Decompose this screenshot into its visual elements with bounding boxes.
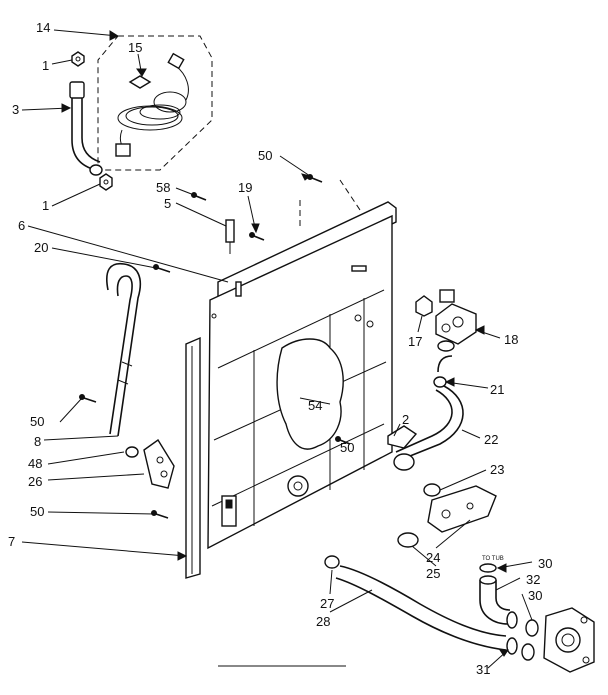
rear-panel	[207, 179, 397, 550]
label-18: 18	[504, 332, 518, 347]
label-14: 14	[36, 20, 50, 35]
label-48: 48	[28, 456, 42, 471]
drain-hose	[106, 262, 142, 437]
nut-lower	[99, 173, 113, 191]
hose-22	[393, 355, 464, 471]
label-2: 2	[402, 412, 409, 427]
fill-hose-elbow	[69, 81, 103, 176]
label-50-left: 50	[30, 414, 44, 429]
label-8: 8	[34, 434, 41, 449]
screws	[79, 174, 351, 519]
side-rail	[185, 336, 201, 579]
drain-tube-28	[324, 555, 507, 651]
callout-labels: 14 15 1 3 1 50 58 5 19 6 20 17 18 21 22 …	[8, 20, 552, 677]
label-23: 23	[490, 462, 504, 477]
bracket-26	[143, 438, 175, 489]
bracket-2	[387, 425, 418, 449]
label-31: 31	[476, 662, 490, 677]
nut-top	[71, 51, 85, 67]
label-30-lower: 30	[528, 588, 542, 603]
label-58: 58	[156, 180, 170, 195]
clamp-48	[125, 446, 139, 458]
kit-14-outline	[97, 35, 213, 171]
label-27: 27	[320, 596, 334, 611]
label-50-center: 50	[340, 440, 354, 455]
label-20: 20	[34, 240, 48, 255]
clip-6	[225, 219, 235, 254]
water-valve	[415, 289, 477, 352]
label-1-top: 1	[42, 58, 49, 73]
pump-body	[543, 607, 595, 673]
label-17: 17	[408, 334, 422, 349]
leader-lines	[21, 29, 533, 669]
label-5: 5	[164, 196, 171, 211]
label-3: 3	[12, 102, 19, 117]
label-32: 32	[526, 572, 540, 587]
label-6: 6	[18, 218, 25, 233]
label-50-lower: 50	[30, 504, 44, 519]
label-15: 15	[128, 40, 142, 55]
pump-housing	[397, 483, 497, 548]
label-19: 19	[238, 180, 252, 195]
label-1-lower: 1	[42, 198, 49, 213]
label-24: 24	[426, 550, 440, 565]
label-22: 22	[484, 432, 498, 447]
label-7: 7	[8, 534, 15, 549]
annotation-to-tub: TO TUB	[482, 556, 504, 562]
label-30-upper: 30	[538, 556, 552, 571]
label-26: 26	[28, 474, 42, 489]
label-54: 54	[308, 398, 322, 413]
label-21: 21	[490, 382, 504, 397]
elbow-32	[479, 563, 539, 661]
label-25: 25	[426, 566, 440, 581]
label-50-top: 50	[258, 148, 272, 163]
power-cord-coil	[115, 52, 189, 157]
label-28: 28	[316, 614, 330, 629]
